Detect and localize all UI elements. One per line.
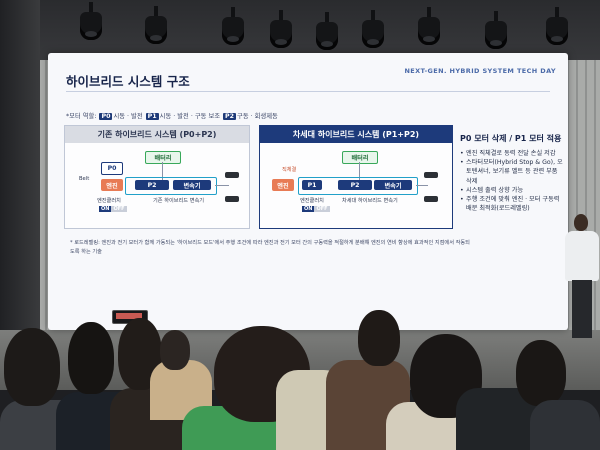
wheel [424, 196, 438, 202]
changes-heading: P0 모터 삭제 / P1 모터 적용 [460, 134, 562, 143]
engine-clutch-label: 엔진클러치 [300, 198, 324, 204]
transmission-box: 변속기 [173, 180, 211, 190]
wheel [424, 172, 438, 178]
audience-head [358, 310, 400, 366]
audience-head [68, 322, 114, 394]
slide-title: 하이브리드 시스템 구조 [66, 74, 190, 89]
p0-tag: P0 [99, 113, 113, 120]
roles-prefix: *모터 역할: [66, 113, 97, 120]
driveshaft-line [215, 185, 229, 186]
p1-motor-box: P1 [302, 180, 322, 190]
stage-spotlight [485, 11, 507, 49]
on-label: ON [302, 206, 315, 212]
p2-motor-box: P2 [338, 180, 372, 190]
wheel [225, 196, 239, 202]
p0-motor-box: P0 [101, 162, 123, 175]
list-item: 스타터모터(Hybrid Stop & Go), 오토텐셔너, 보기류 벨트 등… [460, 158, 564, 186]
transmission-box: 변속기 [374, 180, 412, 190]
engine-box: 엔진 [101, 179, 123, 191]
legacy-panel-title: 기존 하이브리드 시스템 (P0+P2) [65, 126, 249, 143]
direct-coupling-label: 직체결 [282, 167, 297, 173]
list-item: 주행 조건에 맞춰 엔진 · 모터 구동력 배분 최적화(로드레벨링) [460, 195, 564, 213]
stage-spotlight [362, 10, 384, 48]
stage-spotlight [80, 2, 102, 40]
connector-line [359, 162, 360, 180]
engine-clutch-label: 엔진클러치 [97, 198, 121, 204]
presenter-white-jacket [565, 231, 599, 281]
connector-line [162, 162, 163, 180]
legacy-system-panel: 기존 하이브리드 시스템 (P0+P2) 배터리 P0 Belt 엔진 P2 변… [64, 125, 250, 229]
p2-motor-box: P2 [135, 180, 169, 190]
off-label: OFF [314, 206, 330, 212]
changes-list: 엔진 직체결로 동력 전달 손실 저감 스타터모터(Hybrid Stop & … [460, 149, 564, 213]
audience-head [160, 330, 190, 370]
stage-spotlight [316, 12, 338, 50]
stage-spotlight [546, 7, 568, 45]
on-label: ON [99, 206, 112, 212]
p2-tag: P2 [223, 113, 237, 120]
audience-head [4, 328, 60, 406]
audience-head [516, 340, 566, 406]
battery-box: 배터리 [145, 151, 181, 164]
next-gen-panel-title: 차세대 하이브리드 시스템 (P1+P2) [260, 126, 452, 143]
stage-spotlight [270, 10, 292, 48]
load-leveling-footnote: * 로드레벨링: 엔진과 전기 모터가 함께 가동되는 '하이브리드 모드'에서… [70, 240, 470, 255]
list-item: 엔진 직체결로 동력 전달 손실 저감 [460, 149, 564, 158]
audience-member [530, 400, 600, 450]
p0-role: 시동 · 발전 [113, 113, 143, 120]
projection-screen: 하이브리드 시스템 구조 NEXT-GEN. HYBRID SYSTEM TEC… [48, 53, 568, 330]
slide-subtitle: NEXT-GEN. HYBRID SYSTEM TECH DAY [404, 67, 556, 75]
belt-label: Belt [79, 176, 90, 182]
left-curtain [0, 0, 40, 330]
battery-box: 배터리 [342, 151, 378, 164]
powertrain-highlight [298, 177, 418, 195]
engine-box: 엔진 [272, 179, 294, 191]
hybrid-transmission-label: 차세대 하이브리드 변속기 [342, 198, 398, 204]
powertrain-highlight [125, 177, 217, 195]
driveshaft-line [416, 185, 428, 186]
presenter-head [574, 214, 588, 231]
list-item: 시스템 출력 상향 가능 [460, 186, 564, 195]
wheel [225, 172, 239, 178]
off-label: OFF [111, 206, 127, 212]
title-divider [66, 91, 550, 92]
p1-tag: P1 [145, 113, 159, 120]
p1-role: 시동 · 발전 · 구동 보조 [159, 113, 221, 120]
hybrid-transmission-label: 기존 하이브리드 변속기 [153, 198, 205, 204]
p2-role: 구동 · 회생제동 [237, 113, 278, 120]
stage-spotlight [418, 7, 440, 45]
stage-spotlight [222, 7, 244, 45]
next-gen-system-panel: 차세대 하이브리드 시스템 (P1+P2) 배터리 직체결 엔진 P1 P2 변… [259, 125, 453, 229]
presenter [562, 214, 600, 354]
stage-spotlight [145, 6, 167, 44]
presenter-legs [572, 280, 592, 338]
